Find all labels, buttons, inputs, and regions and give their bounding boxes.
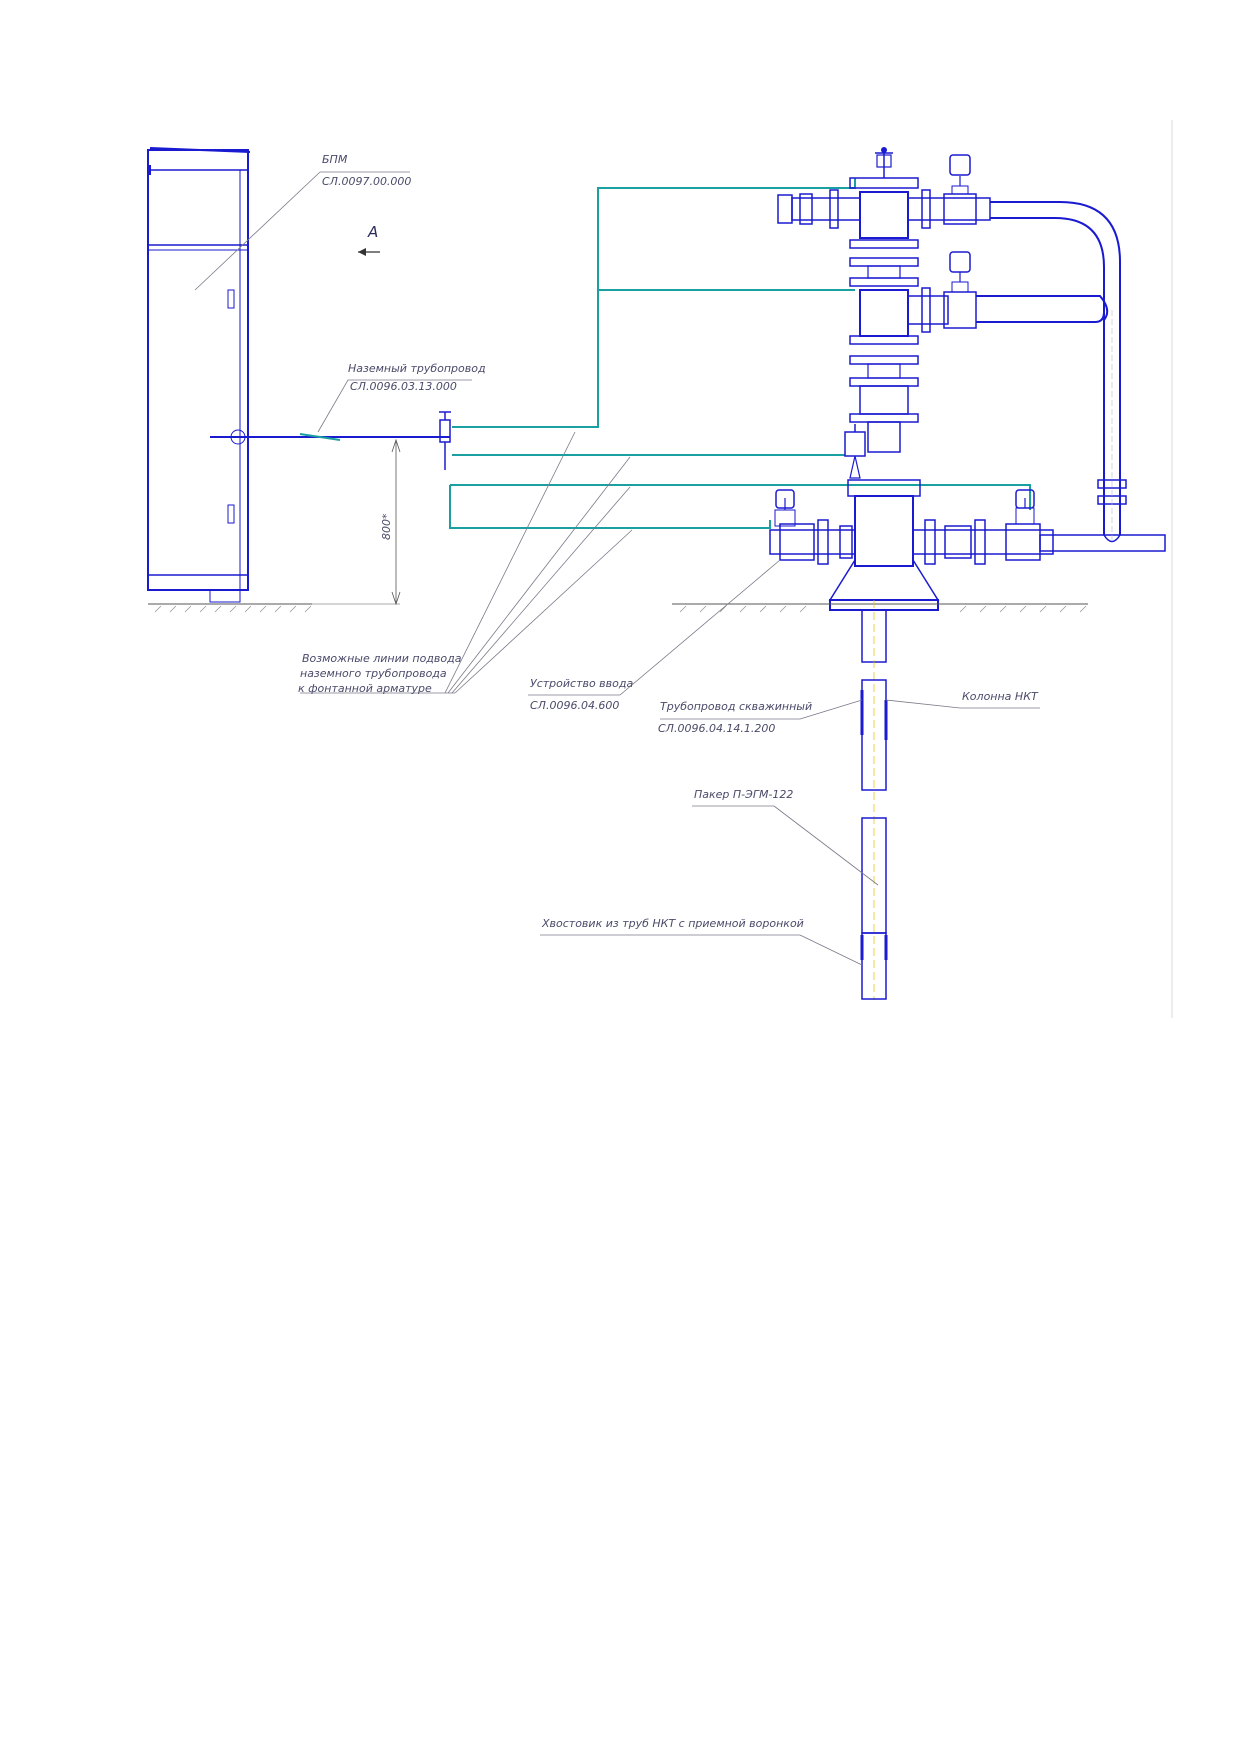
possible-lines-text-1: Возможные линии подвода <box>302 652 462 665</box>
label-packer: Пакер П-ЭГМ-122 <box>692 788 879 886</box>
ground-right <box>672 603 1088 613</box>
dimension-800: 800* <box>250 438 401 606</box>
bpm-code-text: СЛ.0097.00.000 <box>322 175 411 188</box>
view-marker-a: А <box>358 223 380 256</box>
label-ground-pipeline: Наземный трубопровод СЛ.0096.03.13.000 <box>317 362 486 433</box>
label-well-pipe: Трубопровод скважинный СЛ.0096.04.14.1.2… <box>658 699 863 735</box>
input-device-code-text: СЛ.0096.04.600 <box>530 699 619 712</box>
label-possible-lines: Возможные линии подвода наземного трубоп… <box>298 652 462 695</box>
return-pipe <box>976 201 1127 543</box>
dimension-800-label: 800* <box>380 513 393 540</box>
tail-text: Хвостовик из труб НКТ с приемной воронко… <box>541 917 804 930</box>
bpm-cabinet <box>147 147 251 603</box>
possible-lines-text-2: наземного трубопровода <box>300 667 447 680</box>
tubing-column-text: Колонна НКТ <box>962 690 1039 703</box>
possible-lines-text-3: к фонтанной арматуре <box>298 682 432 695</box>
ground-pipe-code-text: СЛ.0096.03.13.000 <box>350 380 457 393</box>
ground-pipe-name-text: Наземный трубопровод <box>348 362 486 375</box>
downhole-string <box>860 600 888 1000</box>
ground-pipeline <box>210 411 451 470</box>
label-tubing-column: Колонна НКТ <box>885 690 1040 709</box>
packer-text: Пакер П-ЭГМ-122 <box>694 788 793 801</box>
christmas-tree <box>769 147 1166 611</box>
label-bpm: БПМ СЛ.0097.00.000 <box>194 153 411 291</box>
ground-left <box>148 603 312 613</box>
possible-lines-leaders <box>300 431 633 694</box>
label-tail: Хвостовик из труб НКТ с приемной воронко… <box>540 917 863 966</box>
view-a-text: А <box>367 223 378 241</box>
well-pipe-name-text: Трубопровод скважинный <box>660 700 812 713</box>
input-device-name-text: Устройство ввода <box>530 677 633 690</box>
label-input-device: Устройство ввода СЛ.0096.04.600 <box>528 559 781 712</box>
possible-cable-routes <box>449 178 1031 529</box>
well-pipe-code-text: СЛ.0096.04.14.1.200 <box>658 722 775 735</box>
bpm-name-text: БПМ <box>322 153 348 166</box>
